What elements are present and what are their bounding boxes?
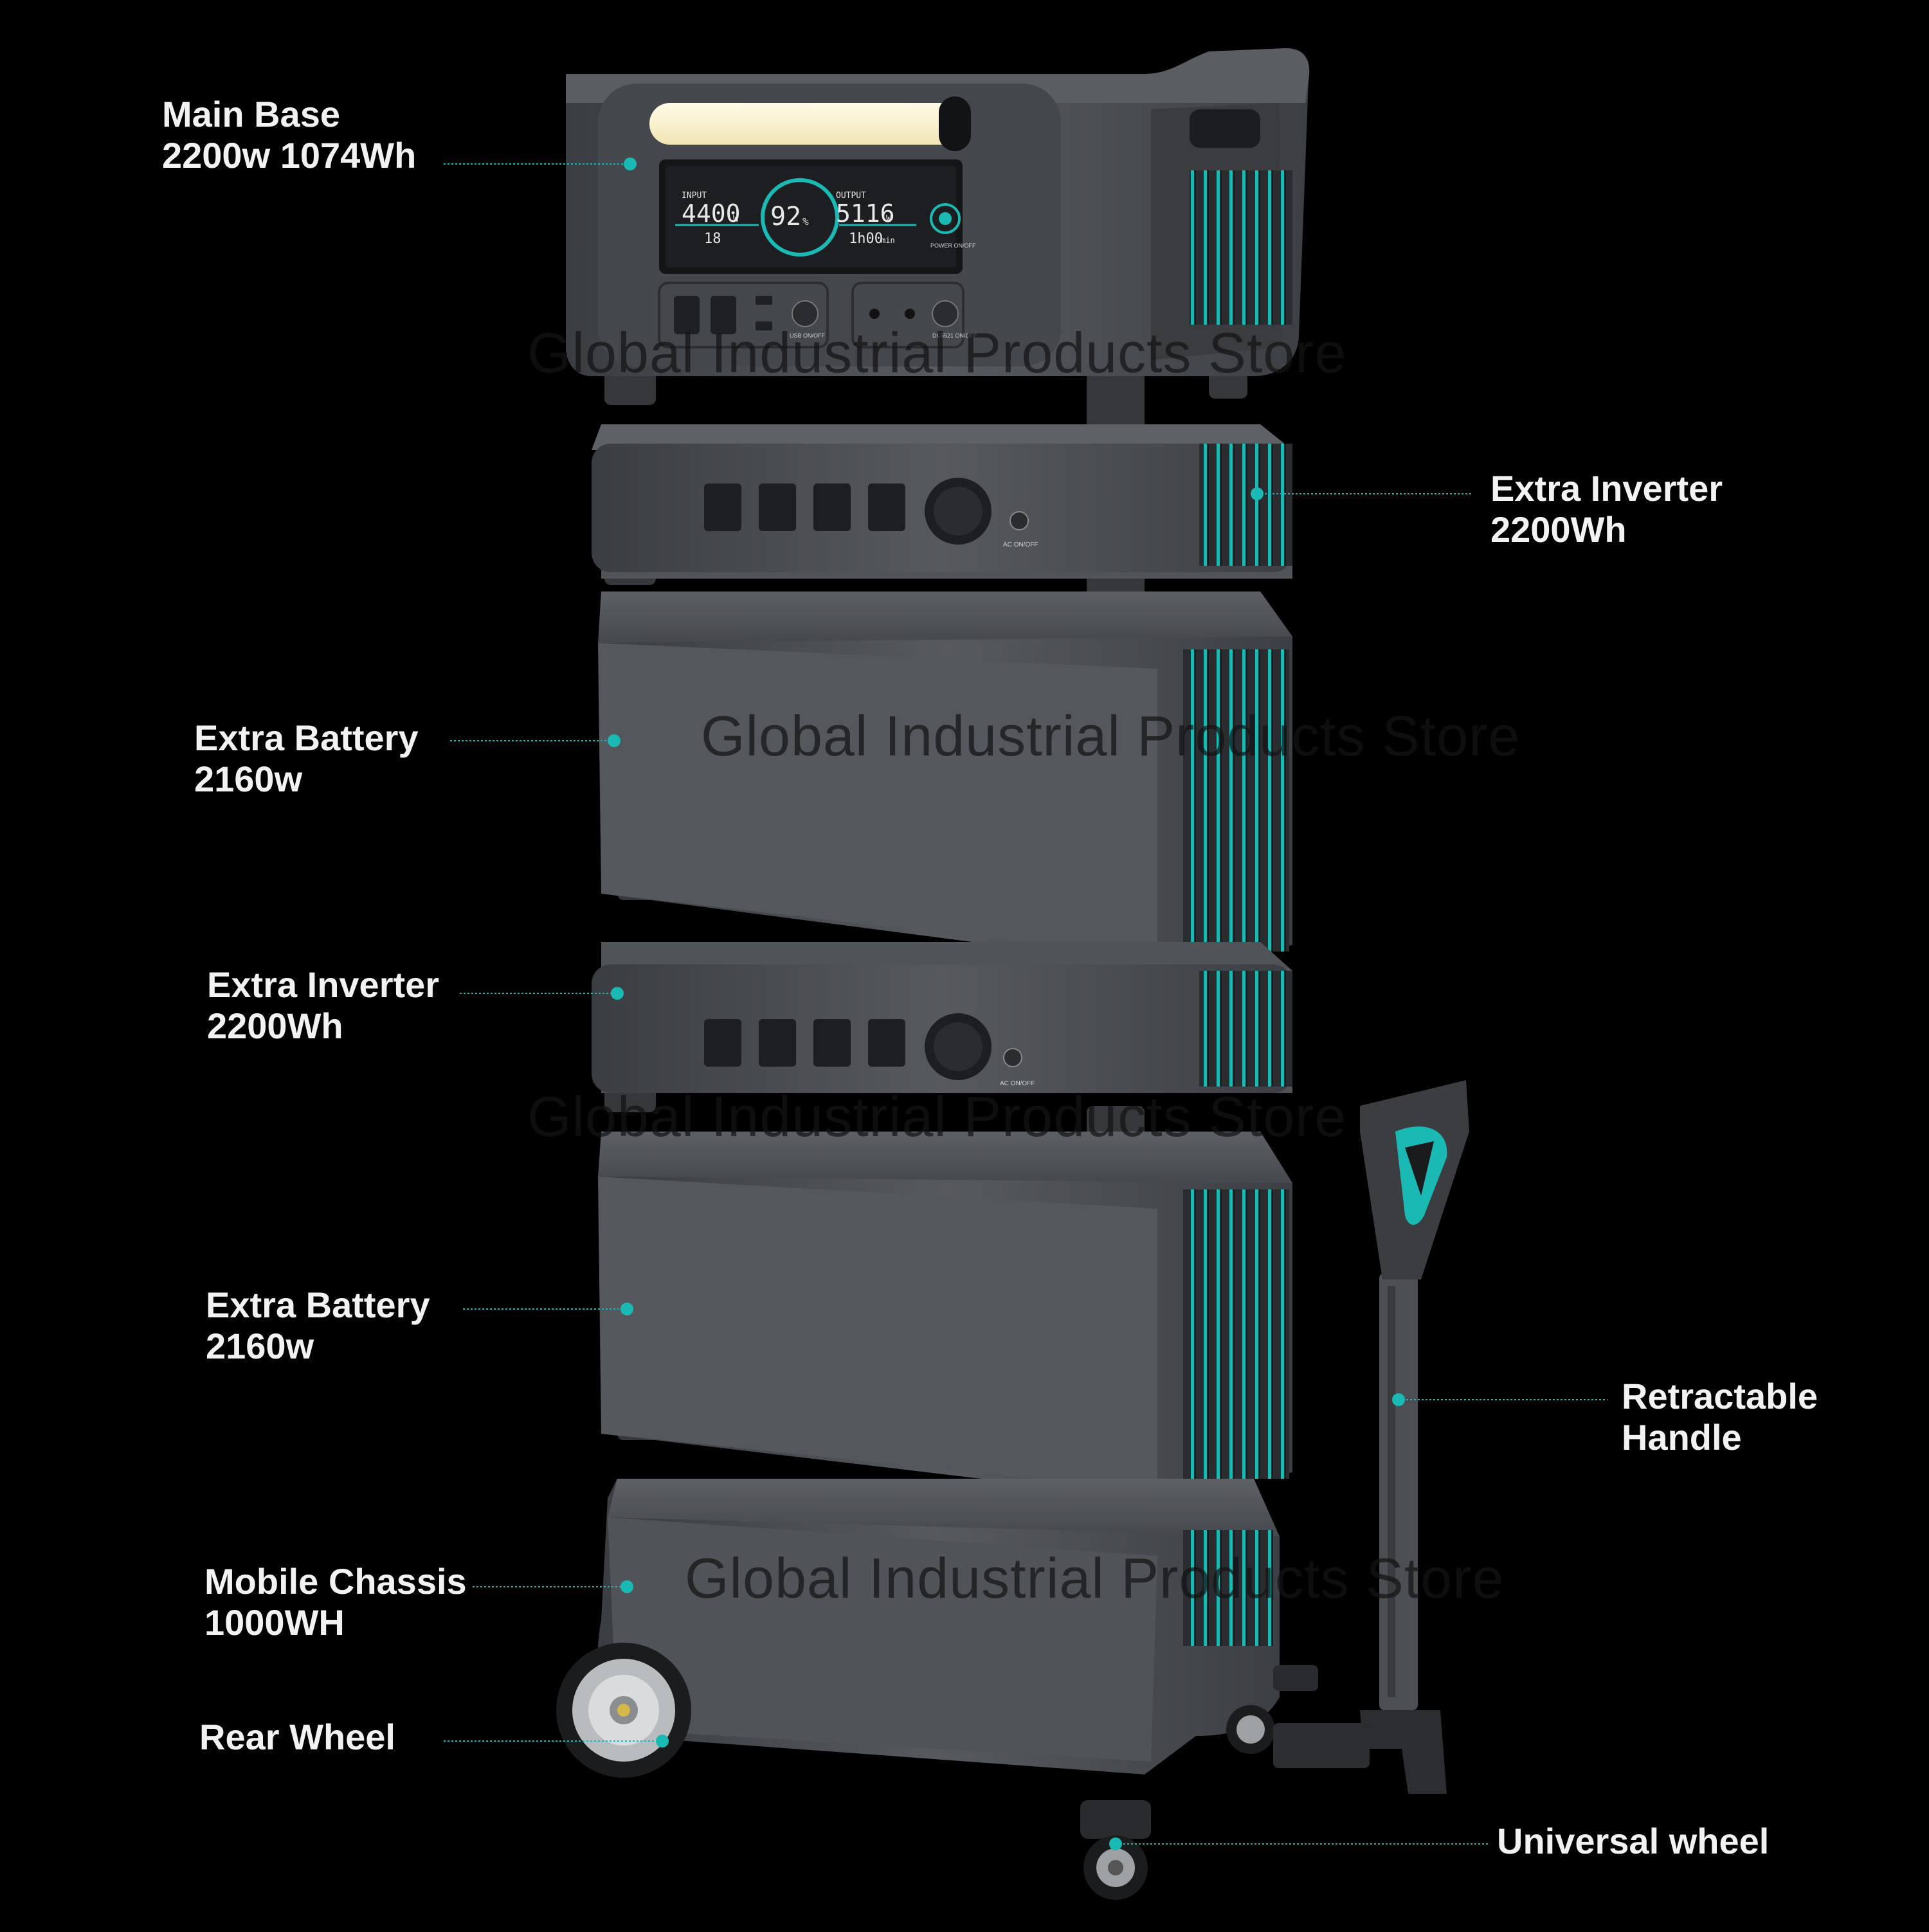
universal-wheel-rear — [1226, 1665, 1318, 1754]
usb-c-port-2 — [711, 296, 736, 334]
power-button[interactable]: POWER ON/OFF — [930, 203, 976, 249]
label-main-base: Main Base 2200w 1074Wh — [162, 94, 416, 176]
label-retractable-handle-spec: Handle — [1622, 1417, 1742, 1458]
mobile-chassis-unit — [556, 1479, 1318, 1900]
watermark-3: Global Industrial Products Store — [527, 1085, 1347, 1148]
usb-toggle-button[interactable] — [792, 300, 819, 327]
label-extra-inverter-top-title: Extra Inverter — [1490, 468, 1723, 509]
input-time: 18 — [704, 231, 721, 247]
ac-toggle-button-top[interactable] — [1010, 511, 1029, 530]
watermark-1: Global Industrial Products Store — [527, 321, 1347, 384]
extra-inverter-top-unit: AC ON/OFF — [592, 424, 1292, 636]
watermark-4: Global Industrial Products Store — [685, 1546, 1505, 1610]
label-universal-wheel: Universal wheel — [1497, 1821, 1769, 1862]
output-time-unit: min — [881, 236, 895, 245]
label-extra-battery-bottom-spec: 2160w — [206, 1326, 314, 1366]
retractable-handle — [1273, 1080, 1469, 1794]
input-unit: W — [733, 214, 739, 224]
watermark-2: Global Industrial Products Store — [701, 704, 1521, 768]
input-label: INPUT — [682, 191, 707, 201]
label-rear-wheel: Rear Wheel — [199, 1717, 395, 1758]
label-extra-inverter-mid: Extra Inverter 2200Wh — [207, 964, 439, 1047]
ac-label-mid: AC ON/OFF — [1000, 1080, 1035, 1087]
label-extra-battery-top: Extra Battery 2160w — [194, 718, 419, 800]
label-universal-wheel-title: Universal wheel — [1497, 1821, 1770, 1861]
extra-battery-top-unit — [598, 591, 1292, 977]
output-label: OUTPUT — [836, 191, 866, 201]
label-main-base-spec: 2200w 1074Wh — [162, 135, 417, 176]
label-mobile-chassis-spec: 1000WH — [204, 1602, 345, 1643]
label-extra-inverter-top: Extra Inverter 2200Wh — [1490, 468, 1723, 550]
usb-c-port-1 — [674, 296, 700, 334]
center-unit: % — [802, 215, 809, 228]
label-extra-battery-top-spec: 2160w — [194, 759, 303, 799]
usb-label: USB ON/OFF — [790, 332, 826, 339]
label-extra-battery-bottom: Extra Battery 2160w — [206, 1285, 430, 1367]
label-extra-inverter-mid-spec: 2200Wh — [207, 1006, 343, 1046]
universal-wheel — [1080, 1800, 1151, 1900]
extra-battery-bottom-unit — [598, 1132, 1292, 1530]
main-base-unit: INPUT 4400 W 18 92 % OUTPUT 5116 W 1h00 … — [566, 48, 1310, 431]
output-time: 1h00 — [849, 231, 883, 247]
ac-label-top: AC ON/OFF — [1003, 541, 1038, 548]
input-value: 4400 — [682, 199, 741, 228]
output-value: 5116 — [836, 199, 895, 228]
ac-outlets-mid — [704, 1013, 992, 1080]
label-extra-battery-top-title: Extra Battery — [194, 718, 419, 758]
label-mobile-chassis-title: Mobile Chassis — [204, 1561, 467, 1602]
power-label: POWER ON/OFF — [930, 242, 976, 249]
ac-toggle-button-mid[interactable] — [1003, 1048, 1022, 1067]
center-value: 92 — [770, 202, 801, 231]
usb-a-port-1 — [756, 296, 772, 305]
label-extra-inverter-top-spec: 2200Wh — [1490, 509, 1627, 550]
dc-label: DC5521 ON/OFF — [932, 332, 977, 339]
label-rear-wheel-title: Rear Wheel — [199, 1717, 395, 1757]
dc-port-1 — [869, 309, 880, 319]
extra-inverter-mid-unit: AC ON/OFF — [592, 942, 1292, 1164]
dc-toggle-button[interactable] — [932, 300, 959, 327]
output-unit: W — [886, 214, 892, 224]
dc-port-2 — [905, 309, 915, 319]
label-main-base-title: Main Base — [162, 94, 340, 134]
usb-a-port-2 — [756, 321, 772, 330]
label-extra-inverter-mid-title: Extra Inverter — [207, 964, 440, 1005]
rear-wheel — [556, 1643, 691, 1778]
label-retractable-handle: Retractable Handle — [1622, 1376, 1818, 1458]
label-mobile-chassis: Mobile Chassis 1000WH — [204, 1561, 467, 1643]
label-retractable-handle-title: Retractable — [1622, 1376, 1818, 1416]
ac-outlets-top — [704, 478, 992, 545]
callout-lines — [444, 158, 1608, 1850]
label-extra-battery-bottom-title: Extra Battery — [206, 1285, 430, 1325]
